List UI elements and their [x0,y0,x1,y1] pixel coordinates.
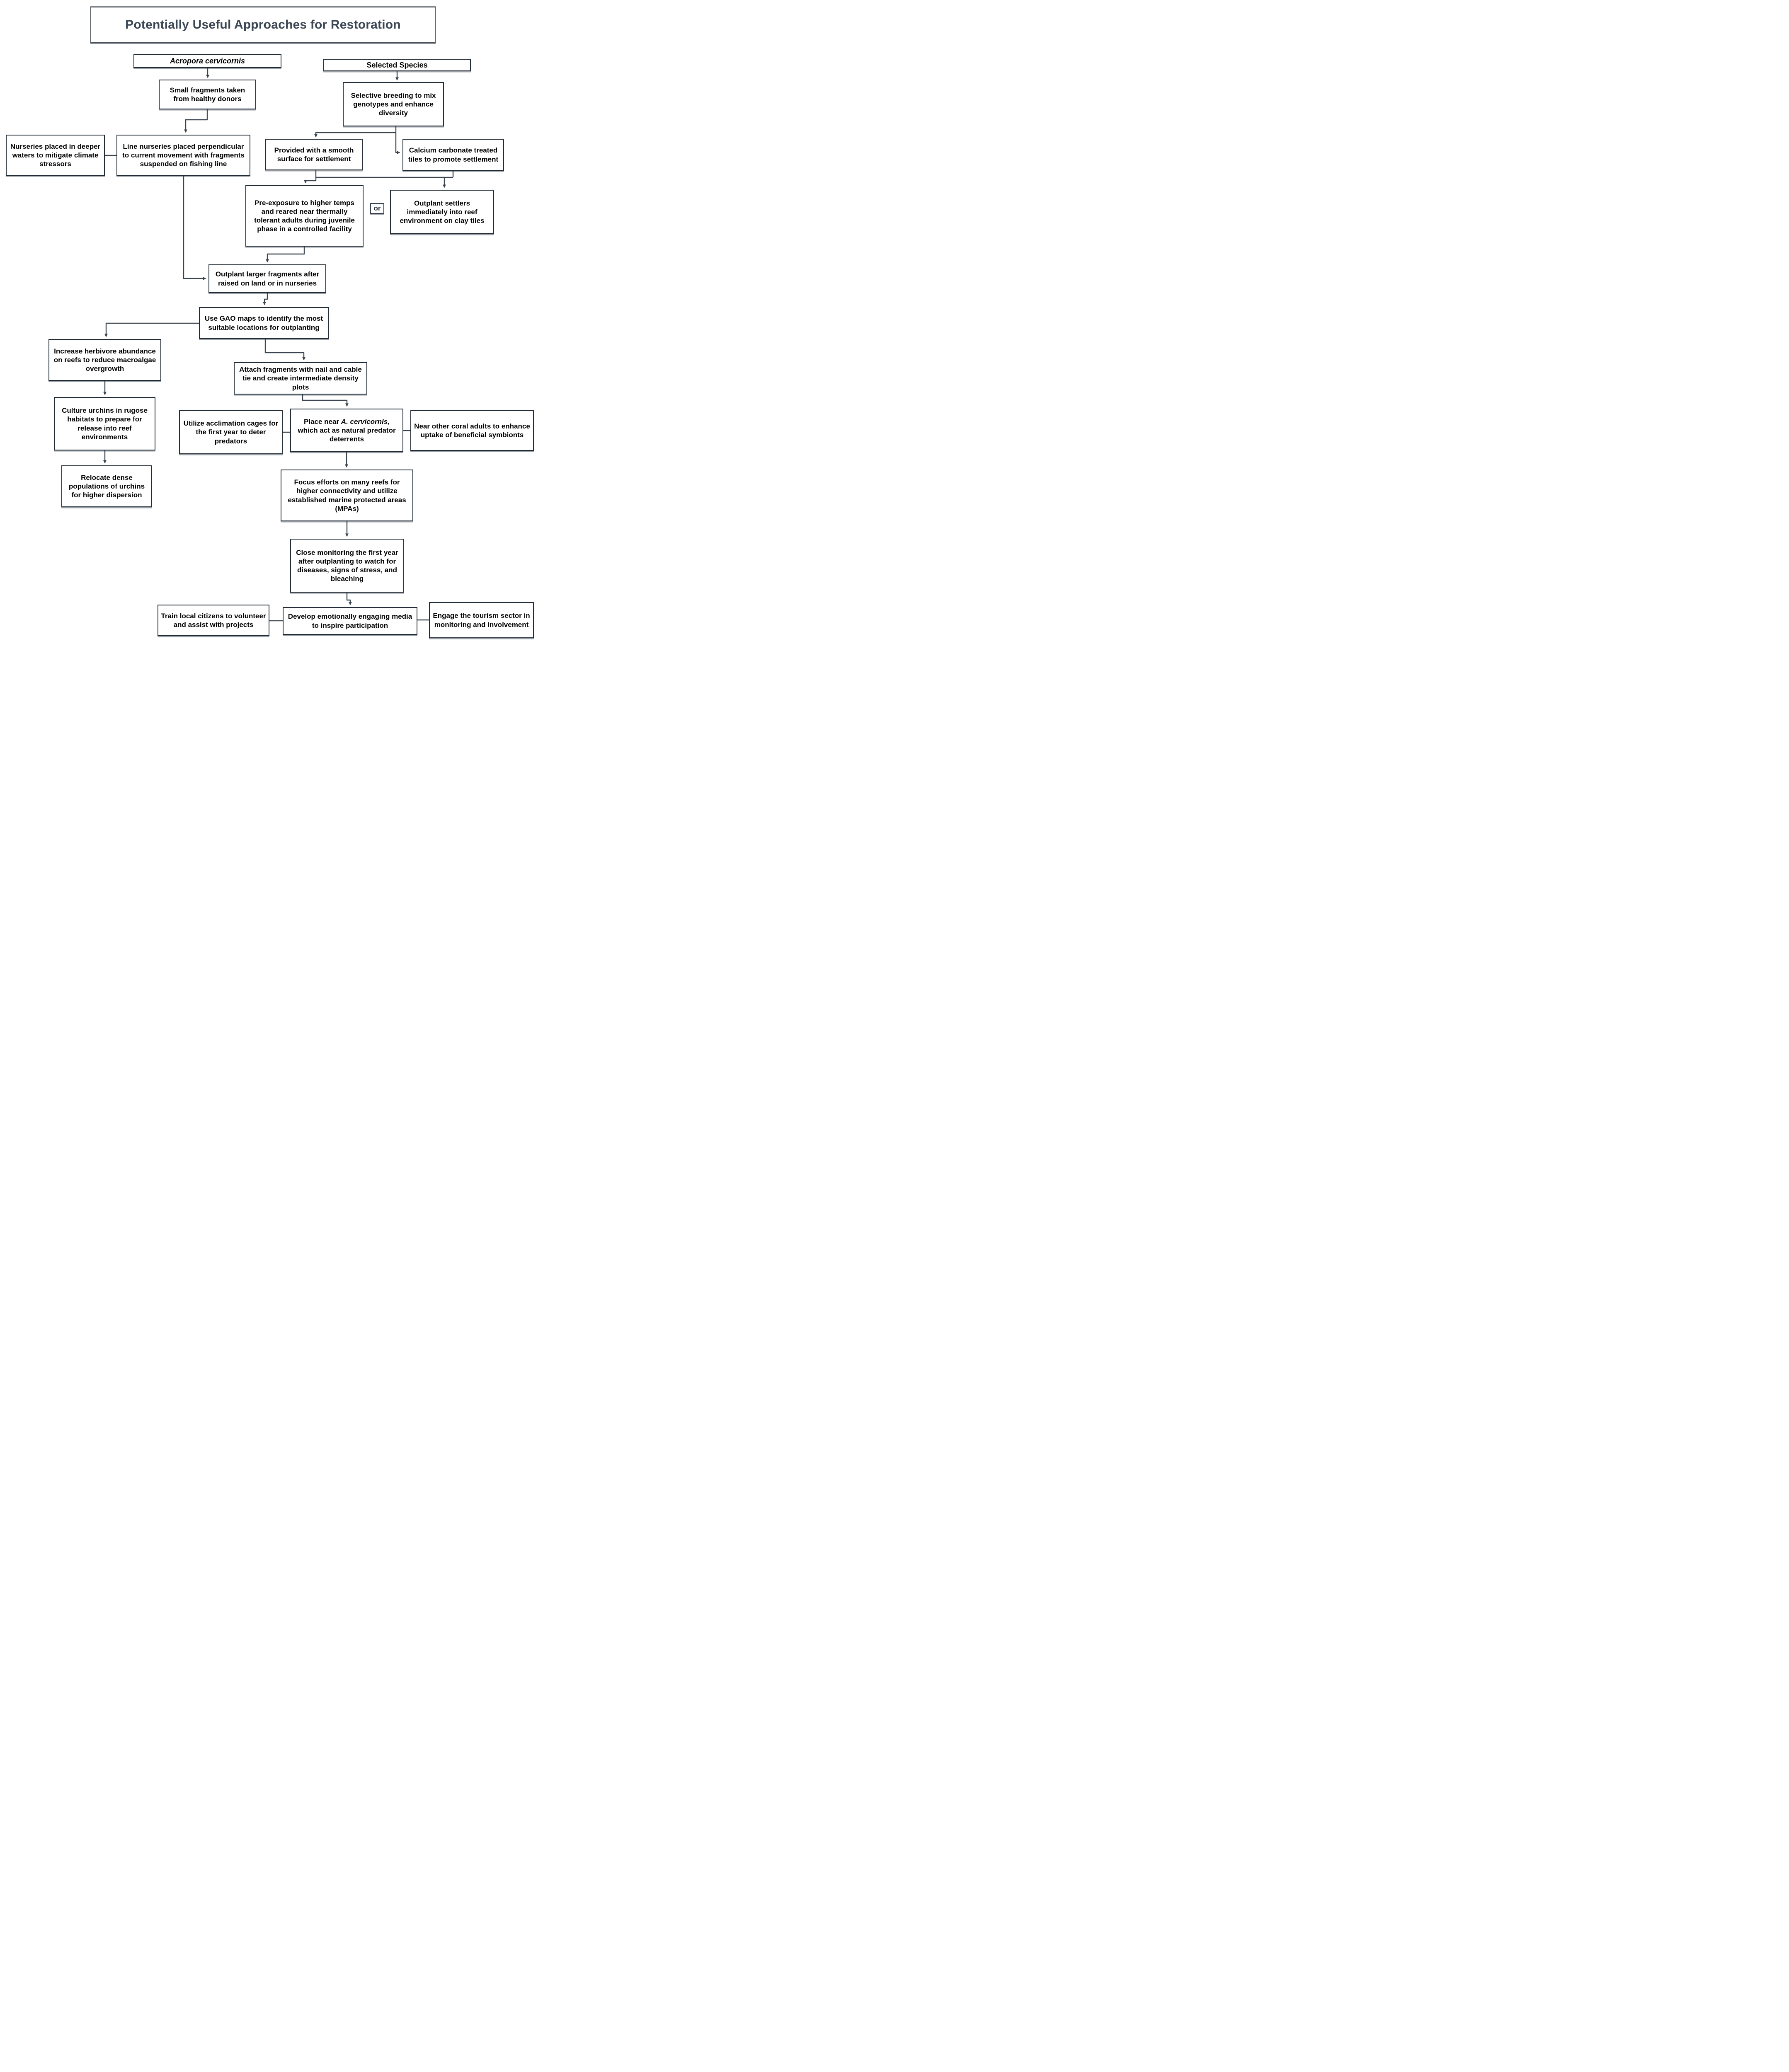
node-label: Relocate dense populations of urchins fo… [68,473,145,499]
node-label: Selective breeding to mix genotypes and … [351,91,436,117]
connector-attachfragments-placenear [302,395,349,407]
node-label: Small fragments taken from healthy donor… [170,86,245,103]
node-outplant-larger-fragments: Outplant larger fragments after raised o… [208,264,326,293]
node-close-monitoring: Close monitoring the first year after ou… [290,539,404,593]
node-outplant-settlers: Outplant settlers immediately into reef … [390,190,494,234]
node-label: Use GAO maps to identify the most suitab… [204,315,323,332]
node-label: Outplant larger fragments after raised o… [215,270,320,287]
connector-bus-preexposure [304,177,317,184]
connector-usegao-increaseherbivore [104,322,199,337]
node-label: Provided with a smooth surface for settl… [274,146,354,163]
page-title: Potentially Useful Approaches for Restor… [125,18,401,31]
node-place-near-acervicornis: Place near A. cervicornis, which act as … [290,409,403,452]
node-attach-fragments: Attach fragments with nail and cable tie… [234,362,367,395]
node-label: Utilize acclimation cages for the first … [183,419,279,445]
node-near-other-coral-adults: Near other coral adults to enhance uptak… [410,410,534,451]
node-nurseries-deeper-waters: Nurseries placed in deeper waters to mit… [6,135,105,176]
connector-linenurseries-outplantlarger [183,176,206,280]
node-label: Near other coral adults to enhance uptak… [414,422,530,439]
node-culture-urchins: Culture urchins in rugose habitats to pr… [54,397,155,450]
place-near-italic-text: A. cervicornis, [341,417,390,426]
node-provided-smooth-surface: Provided with a smooth surface for settl… [265,139,363,170]
node-focus-efforts-mpas: Focus efforts on many reefs for higher c… [281,470,413,521]
connector-provided-calcium-bus [315,170,453,178]
connector-outplantlarger-usegao [263,293,268,305]
node-label: Place near A. cervicornis, which act as … [293,417,400,444]
connector-selectivebreeding-calcium [395,133,400,154]
node-label: Close monitoring the first year after ou… [296,548,398,583]
node-label: Nurseries placed in deeper waters to mit… [10,142,101,168]
node-label: Develop emotionally engaging media to in… [288,612,412,629]
node-acropora-cervicornis: Acropora cervicornis [133,54,281,68]
flowchart-canvas: Potentially Useful Approaches for Restor… [0,0,537,652]
node-line-nurseries: Line nurseries placed perpendicular to c… [116,135,250,176]
node-label: Pre-exposure to higher temps and reared … [254,198,355,233]
node-selective-breeding: Selective breeding to mix genotypes and … [343,82,444,126]
or-label: or [373,204,381,212]
place-near-text-post: which act as natural predator deterrents [298,426,396,443]
place-near-text: Place near [304,417,341,426]
node-train-local-citizens: Train local citizens to volunteer and as… [158,605,269,636]
node-utilize-acclimation-cages: Utilize acclimation cages for the first … [179,410,283,454]
node-label: Acropora cervicornis [170,57,245,65]
node-develop-engaging-media: Develop emotionally engaging media to in… [283,607,417,635]
connector-usegao-attachfragments [264,339,305,361]
node-calcium-carbonate-tiles: Calcium carbonate treated tiles to promo… [402,139,504,171]
diagram-title-box: Potentially Useful Approaches for Restor… [90,7,436,43]
node-use-gao-maps: Use GAO maps to identify the most suitab… [199,307,329,339]
connector-closemonitoring-develop [346,593,352,605]
node-label: Attach fragments with nail and cable tie… [239,366,362,391]
connector-preexposure-outplantlarger [266,247,305,263]
node-label: Culture urchins in rugose habitats to pr… [62,407,148,441]
connector-smallfragments-linenurseries [184,109,208,133]
or-connector-label: or [370,203,384,214]
node-small-fragments: Small fragments taken from healthy donor… [159,80,256,109]
node-label: Line nurseries placed perpendicular to c… [122,142,245,168]
node-selected-species: Selected Species [323,59,471,71]
node-label: Selected Species [366,61,428,69]
node-relocate-urchins: Relocate dense populations of urchins fo… [61,465,152,507]
connector-selectivebreeding-provided [314,126,397,138]
node-increase-herbivore: Increase herbivore abundance on reefs to… [48,339,161,381]
node-label: Outplant settlers immediately into reef … [400,199,485,225]
node-label: Focus efforts on many reefs for higher c… [288,478,406,513]
node-label: Train local citizens to volunteer and as… [161,612,266,629]
node-label: Calcium carbonate treated tiles to promo… [408,146,499,163]
node-label: Engage the tourism sector in monitoring … [433,612,530,629]
node-label: Increase herbivore abundance on reefs to… [53,347,156,373]
node-engage-tourism-sector: Engage the tourism sector in monitoring … [429,602,534,638]
node-pre-exposure: Pre-exposure to higher temps and reared … [245,185,364,247]
